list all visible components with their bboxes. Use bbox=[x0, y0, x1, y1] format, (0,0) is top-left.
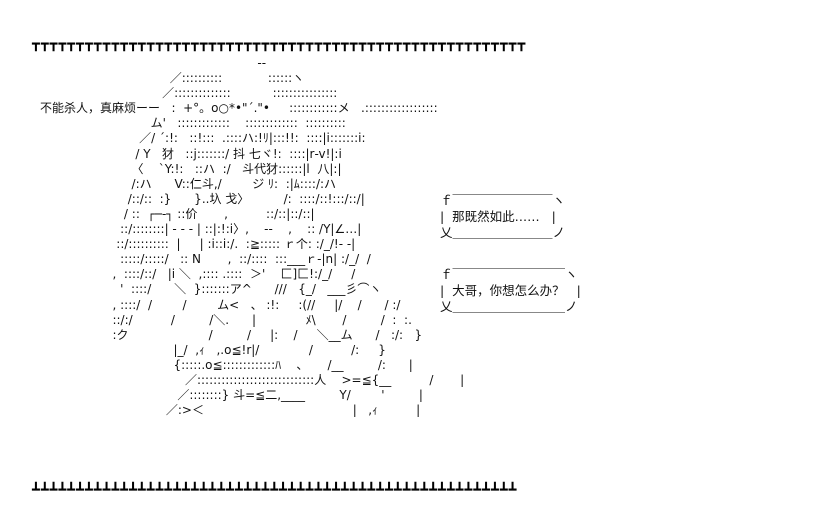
ascii-art-figure: -‐ ／:::::::::: ::::::ヽ ／:::::::::::::: :… bbox=[40, 56, 465, 418]
bottom-divider-rule: ┻┻┻┻┻┻┻┻┻┻┻┻┻┻┻┻┻┻┻┻┻┻┻┻┻┻┻┻┻┻┻┻┻┻┻┻┻┻┻┻… bbox=[32, 483, 518, 498]
speech-balloon-1: ｆ￣￣￣￣￣￣￣￣ヽ | 那既然如此…… | 乂＿＿＿＿＿＿＿＿ノ bbox=[440, 193, 566, 240]
top-divider-rule: ┳┳┳┳┳┳┳┳┳┳┳┳┳┳┳┳┳┳┳┳┳┳┳┳┳┳┳┳┳┳┳┳┳┳┳┳┳┳┳┳… bbox=[32, 37, 527, 52]
speech-balloon-2: ｆ￣￣￣￣￣￣￣￣￣ヽ | 大哥，你想怎么办？ | 乂＿＿＿＿＿＿＿＿＿ノ bbox=[440, 267, 581, 314]
